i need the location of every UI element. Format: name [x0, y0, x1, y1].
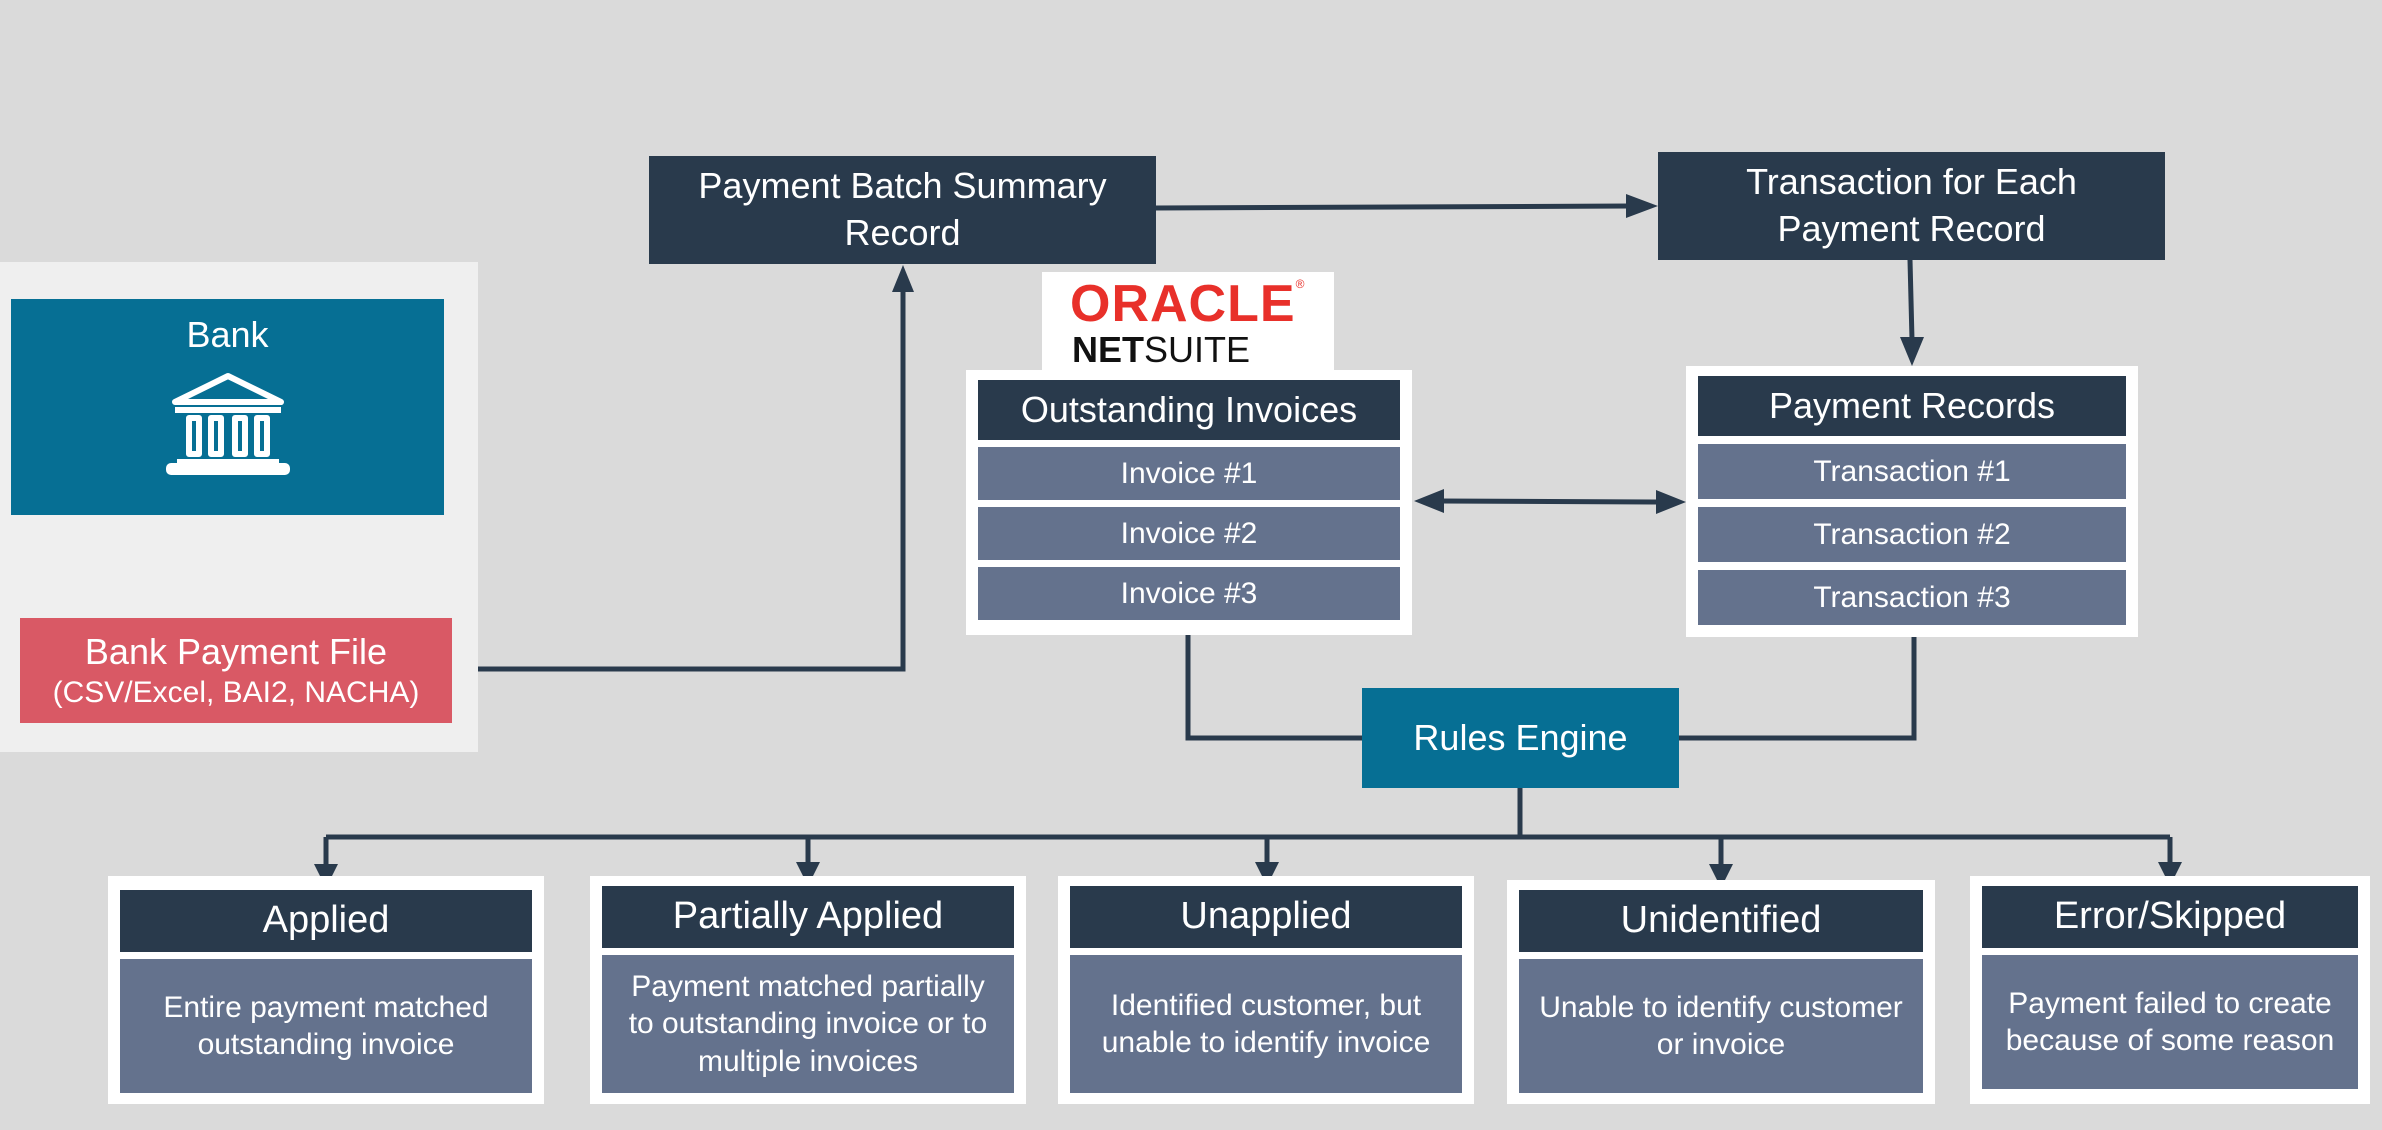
bank-payment-file-box: Bank Payment File (CSV/Excel, BAI2, NACH…	[20, 618, 452, 723]
bank-file-formats: (CSV/Excel, BAI2, NACHA)	[52, 676, 420, 710]
transaction-each-box: Transaction for Each Payment Record	[1658, 152, 2165, 260]
outcome-applied-title: Applied	[120, 890, 532, 952]
outcome-error-skipped-description: Payment failed to create because of some…	[1982, 955, 2358, 1089]
arrow-transaction-to-payments	[1907, 259, 1915, 341]
invoice-row-2: Invoice #2	[978, 507, 1400, 560]
transaction-each-line2: Payment Record	[1777, 208, 2046, 249]
outcome-applied-description: Entire payment matched outstanding invoi…	[120, 959, 532, 1093]
outcome-unidentified: Unidentified Unable to identify customer…	[1507, 880, 1935, 1104]
outcome-applied: Applied Entire payment matched outstandi…	[108, 876, 544, 1104]
outcome-unapplied-description: Identified customer, but unable to ident…	[1070, 955, 1462, 1093]
batch-summary-line2: Record	[844, 212, 961, 253]
arrowhead-to-invoices	[1414, 489, 1444, 513]
oracle-registered-mark: ®	[1295, 277, 1306, 291]
arrowhead-batch-to-transaction	[1626, 194, 1658, 218]
bank-title: Bank	[186, 314, 269, 355]
outcome-unidentified-description: Unable to identify customer or invoice	[1519, 959, 1923, 1093]
transaction-row-3: Transaction #3	[1698, 570, 2126, 625]
outcome-unapplied: Unapplied Identified customer, but unabl…	[1058, 876, 1474, 1104]
payment-records-panel: Payment Records Transaction #1 Transacti…	[1686, 366, 2138, 637]
outcome-partially-applied-title: Partially Applied	[602, 886, 1014, 948]
payment-batch-summary-box: Payment Batch Summary Record	[649, 156, 1156, 264]
outcome-unidentified-title: Unidentified	[1519, 890, 1923, 952]
arrow-batch-to-transaction	[1155, 203, 1631, 211]
outcome-error-skipped-title: Error/Skipped	[1982, 886, 2358, 948]
arrowhead-transaction-to-payments	[1900, 337, 1924, 366]
oracle-netsuite-logo: ORACLE® NETSUITE	[1042, 272, 1334, 372]
outstanding-invoices-panel: Outstanding Invoices Invoice #1 Invoice …	[966, 370, 1412, 635]
invoice-row-1: Invoice #1	[978, 447, 1400, 500]
bank-building-icon	[165, 370, 291, 481]
arrow-invoices-payments	[1439, 498, 1661, 505]
transaction-each-line1: Transaction for Each	[1746, 161, 2077, 203]
outcome-partially-applied-description: Payment matched partially to outstanding…	[602, 955, 1014, 1093]
line-payments-to-rules	[1679, 628, 1917, 741]
rules-engine-box: Rules Engine	[1362, 688, 1679, 788]
outstanding-invoices-header: Outstanding Invoices	[978, 380, 1400, 440]
arrowhead-to-payments	[1656, 490, 1686, 514]
batch-summary-line1: Payment Batch Summary	[698, 165, 1107, 207]
payment-records-header: Payment Records	[1698, 376, 2126, 436]
arrowhead-file-to-batch	[892, 265, 914, 292]
transaction-row-1: Transaction #1	[1698, 444, 2126, 499]
bank-box: Bank	[11, 299, 444, 515]
bank-file-title: Bank Payment File	[84, 631, 388, 673]
outcome-unapplied-title: Unapplied	[1070, 886, 1462, 948]
transaction-row-2: Transaction #2	[1698, 507, 2126, 562]
oracle-logo-text: ORACLE	[1070, 275, 1296, 333]
outcome-partially-applied: Partially Applied Payment matched partia…	[590, 876, 1026, 1104]
invoice-row-3: Invoice #3	[978, 567, 1400, 620]
arrow-file-to-batch	[452, 285, 906, 672]
outcome-error-skipped: Error/Skipped Payment failed to create b…	[1970, 876, 2370, 1104]
line-invoices-to-rules	[1185, 622, 1362, 741]
netsuite-logo-suite: SUITE	[1144, 329, 1251, 370]
netsuite-logo-net: NET	[1072, 329, 1144, 370]
